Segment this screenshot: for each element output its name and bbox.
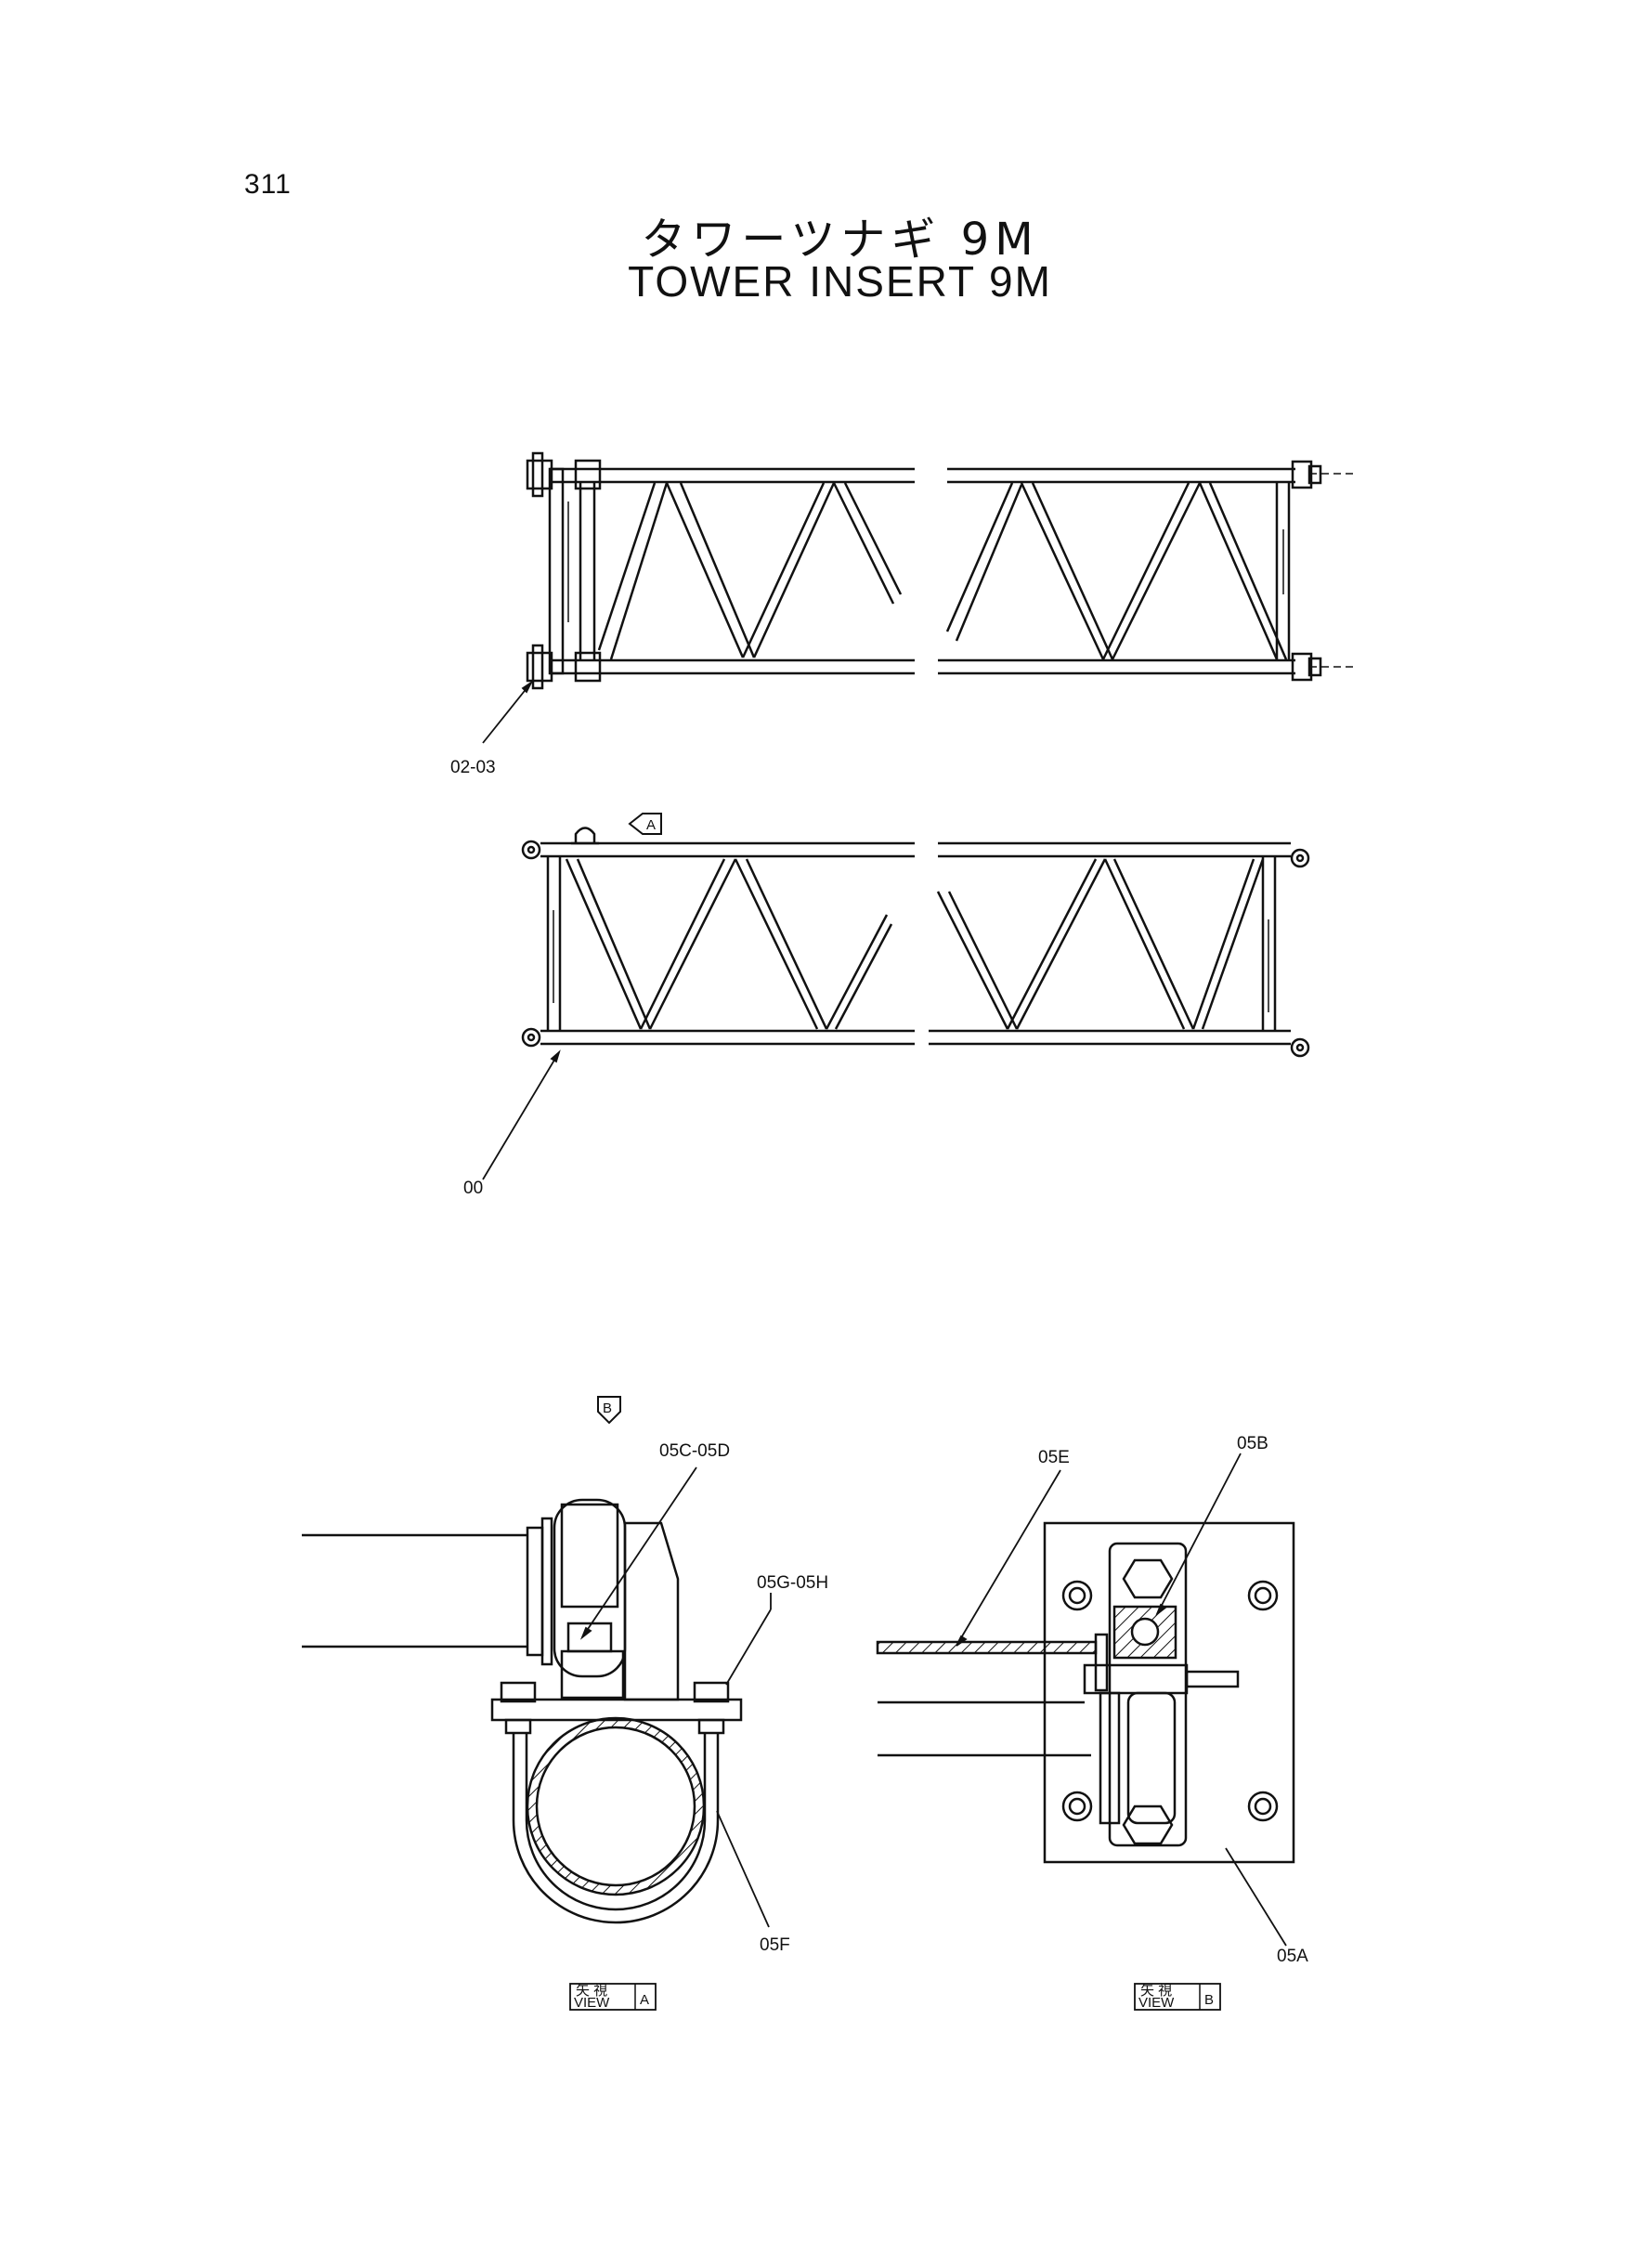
svg-text:矢 視: 矢 視	[1140, 1983, 1172, 1999]
callout-05f: 05F	[760, 1935, 790, 1955]
leader-lines	[482, 680, 1287, 1947]
view-b-label: 矢 視 VIEW B	[1134, 1983, 1221, 2011]
svg-text:B: B	[603, 1401, 612, 1416]
callout-05a: 05A	[1277, 1947, 1308, 1966]
truss-side-view	[521, 827, 1310, 1058]
svg-text:A: A	[640, 1992, 649, 2008]
callout-00: 00	[463, 1179, 483, 1198]
callout-05c-05d: 05C-05D	[659, 1441, 730, 1461]
callout-05e: 05E	[1038, 1448, 1070, 1467]
svg-text:A: A	[646, 817, 656, 833]
truss-top-view	[526, 451, 1356, 690]
callout-05g-05h: 05G-05H	[757, 1573, 828, 1593]
view-a-label: 矢 視 VIEW A	[569, 1983, 657, 2011]
view-b-marker: B	[597, 1396, 621, 1425]
page-number: 311	[244, 169, 292, 200]
svg-text:VIEW: VIEW	[1138, 1995, 1175, 2011]
svg-text:矢 視: 矢 視	[576, 1983, 607, 1999]
view-a-detail	[302, 1498, 743, 1924]
svg-text:VIEW: VIEW	[574, 1995, 610, 2011]
svg-text:B: B	[1204, 1992, 1214, 2008]
callout-02-03: 02-03	[450, 758, 496, 777]
page-title-english: TOWER INSERT 9M	[628, 257, 1052, 306]
view-b-detail	[876, 1521, 1295, 1864]
page-title-japanese: タワーツナギ 9M	[641, 214, 1039, 266]
view-a-marker: A	[628, 813, 662, 835]
callout-05b: 05B	[1237, 1434, 1268, 1453]
